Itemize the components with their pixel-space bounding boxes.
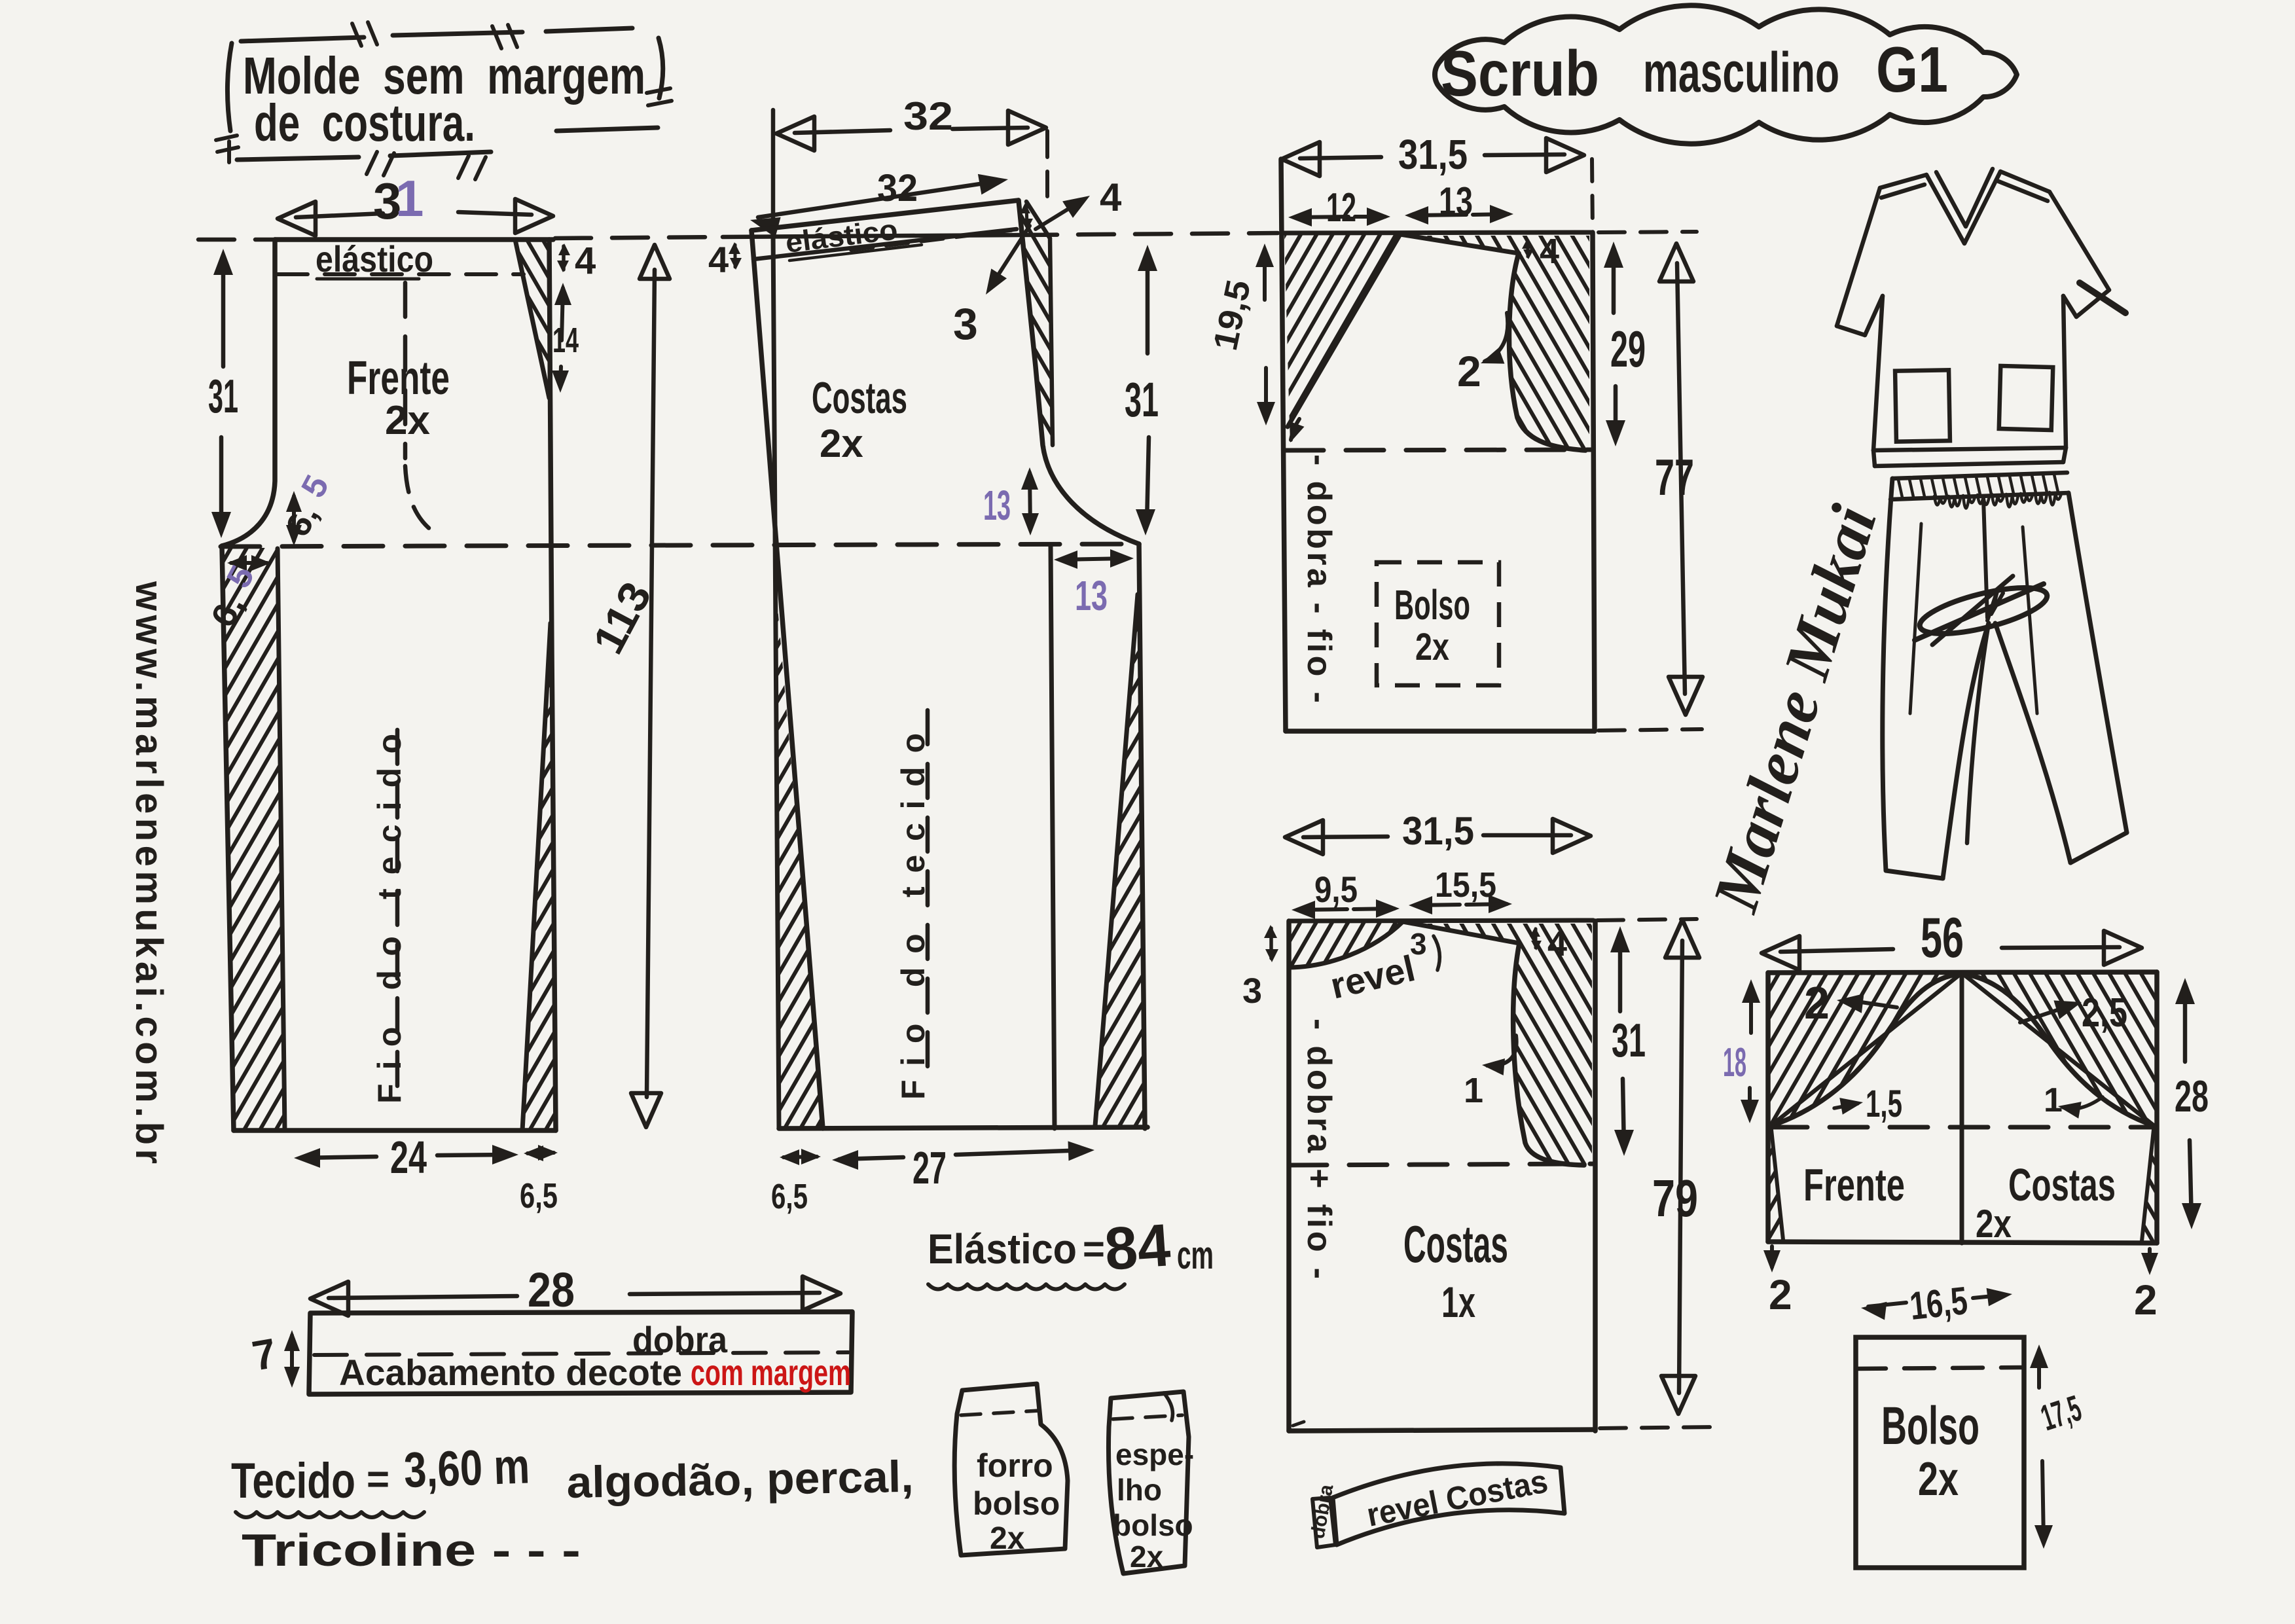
svg-text:elástico: elástico [316, 238, 433, 280]
svg-text:Bolso: Bolso [1394, 581, 1470, 628]
svg-text:Acabamento decote: Acabamento decote [339, 1352, 682, 1393]
svg-text:1: 1 [1464, 1071, 1483, 1110]
svg-text:31: 31 [1612, 1015, 1646, 1067]
svg-text:G1: G1 [1876, 33, 1948, 105]
svg-text:espe-: espe- [1115, 1437, 1194, 1471]
svg-text:84: 84 [1102, 1212, 1172, 1283]
svg-text:4: 4 [1100, 175, 1122, 219]
svg-text:forro: forro [977, 1447, 1053, 1484]
svg-text:2x: 2x [1918, 1453, 1959, 1506]
svg-text:2: 2 [1769, 1271, 1792, 1318]
svg-text:cm: cm [1177, 1233, 1214, 1277]
svg-text:2x: 2x [1415, 626, 1449, 668]
svg-text:32: 32 [903, 94, 953, 138]
svg-text:27: 27 [913, 1142, 947, 1193]
svg-text:Tecido: Tecido [231, 1453, 355, 1509]
svg-text:dobra: dobra [632, 1319, 728, 1360]
svg-text:6,5: 6,5 [520, 1176, 558, 1216]
svg-text:28: 28 [2175, 1072, 2209, 1121]
svg-text:bolso: bolso [973, 1485, 1060, 1522]
svg-text:15,5: 15,5 [1435, 865, 1496, 905]
svg-text:Tricoline - - -: Tricoline - - - [242, 1525, 581, 1576]
svg-text:3: 3 [1410, 927, 1427, 961]
svg-text:3: 3 [1242, 971, 1262, 1011]
svg-text:18: 18 [1723, 1040, 1746, 1085]
svg-text:algodão, percal,: algodão, percal, [566, 1452, 914, 1507]
svg-text:bolso: bolso [1113, 1508, 1193, 1542]
svg-text:3: 3 [373, 172, 401, 230]
svg-text:31,5: 31,5 [1398, 131, 1468, 178]
svg-text:2: 2 [1804, 977, 1830, 1028]
svg-text:3,60 m: 3,60 m [403, 1438, 531, 1498]
svg-text:Frente: Frente [1803, 1159, 1905, 1210]
svg-text:1x: 1x [1441, 1278, 1475, 1326]
svg-text:Elástico: Elástico [928, 1225, 1077, 1272]
svg-text:16,5: 16,5 [1907, 1278, 1970, 1328]
svg-text:24: 24 [390, 1132, 427, 1183]
svg-text:4: 4 [1547, 924, 1567, 964]
svg-text:9,5: 9,5 [1314, 869, 1358, 910]
svg-text:56: 56 [1921, 907, 1964, 969]
svg-text:28: 28 [528, 1263, 575, 1317]
svg-text:masculino: masculino [1643, 41, 1839, 104]
svg-text:6,5: 6,5 [771, 1177, 808, 1216]
svg-text:13: 13 [983, 482, 1011, 529]
svg-text:4: 4 [1540, 232, 1559, 271]
svg-text:2: 2 [1457, 347, 1481, 395]
svg-text:1: 1 [2044, 1081, 2063, 1119]
svg-text:32: 32 [877, 167, 918, 209]
svg-text:13: 13 [1075, 572, 1108, 619]
svg-text:12: 12 [1326, 185, 1356, 230]
svg-text:2x: 2x [990, 1521, 1025, 1556]
svg-text:- dobra + fio -: - dobra + fio - [1300, 1019, 1338, 1279]
svg-text:2: 2 [2134, 1276, 2158, 1324]
svg-text:Bolso: Bolso [1881, 1396, 1979, 1456]
svg-text:31: 31 [1125, 372, 1159, 427]
svg-text:- dobra - fio -: - dobra - fio - [1300, 454, 1338, 703]
svg-text:de costura.: de costura. [254, 94, 475, 152]
svg-text:1: 1 [395, 170, 424, 227]
svg-text:=: = [1083, 1228, 1105, 1271]
svg-text:lho: lho [1117, 1473, 1162, 1507]
svg-text:3: 3 [953, 299, 978, 349]
svg-text:=: = [367, 1457, 389, 1501]
svg-text:2x: 2x [1976, 1202, 2012, 1246]
svg-text:Frente: Frente [347, 352, 450, 405]
svg-text:13: 13 [1439, 179, 1473, 223]
svg-text:2x: 2x [385, 398, 430, 443]
svg-text:Molde sem margem: Molde sem margem [243, 46, 645, 105]
svg-text:31: 31 [208, 370, 238, 423]
svg-text:4: 4 [708, 239, 729, 280]
svg-text:Costas: Costas [2008, 1159, 2116, 1210]
svg-text:2x: 2x [1130, 1540, 1164, 1574]
svg-text:29: 29 [1610, 320, 1646, 378]
svg-text:79: 79 [1652, 1169, 1698, 1227]
svg-text:77: 77 [1655, 448, 1694, 506]
svg-text:14: 14 [552, 321, 579, 360]
svg-text:Costas: Costas [812, 373, 907, 423]
svg-text:1,5: 1,5 [1866, 1083, 1902, 1125]
svg-text:2x: 2x [820, 422, 863, 465]
svg-text:4: 4 [575, 240, 596, 282]
svg-text:Scrub: Scrub [1441, 37, 1599, 109]
svg-text:com margem: com margem [691, 1352, 851, 1393]
svg-text:Costas: Costas [1403, 1215, 1508, 1273]
svg-text:31,5: 31,5 [1402, 809, 1474, 853]
svg-text:www.marlenemukai.com.br: www.marlenemukai.com.br [128, 581, 170, 1164]
svg-text:2,5: 2,5 [2082, 990, 2127, 1036]
